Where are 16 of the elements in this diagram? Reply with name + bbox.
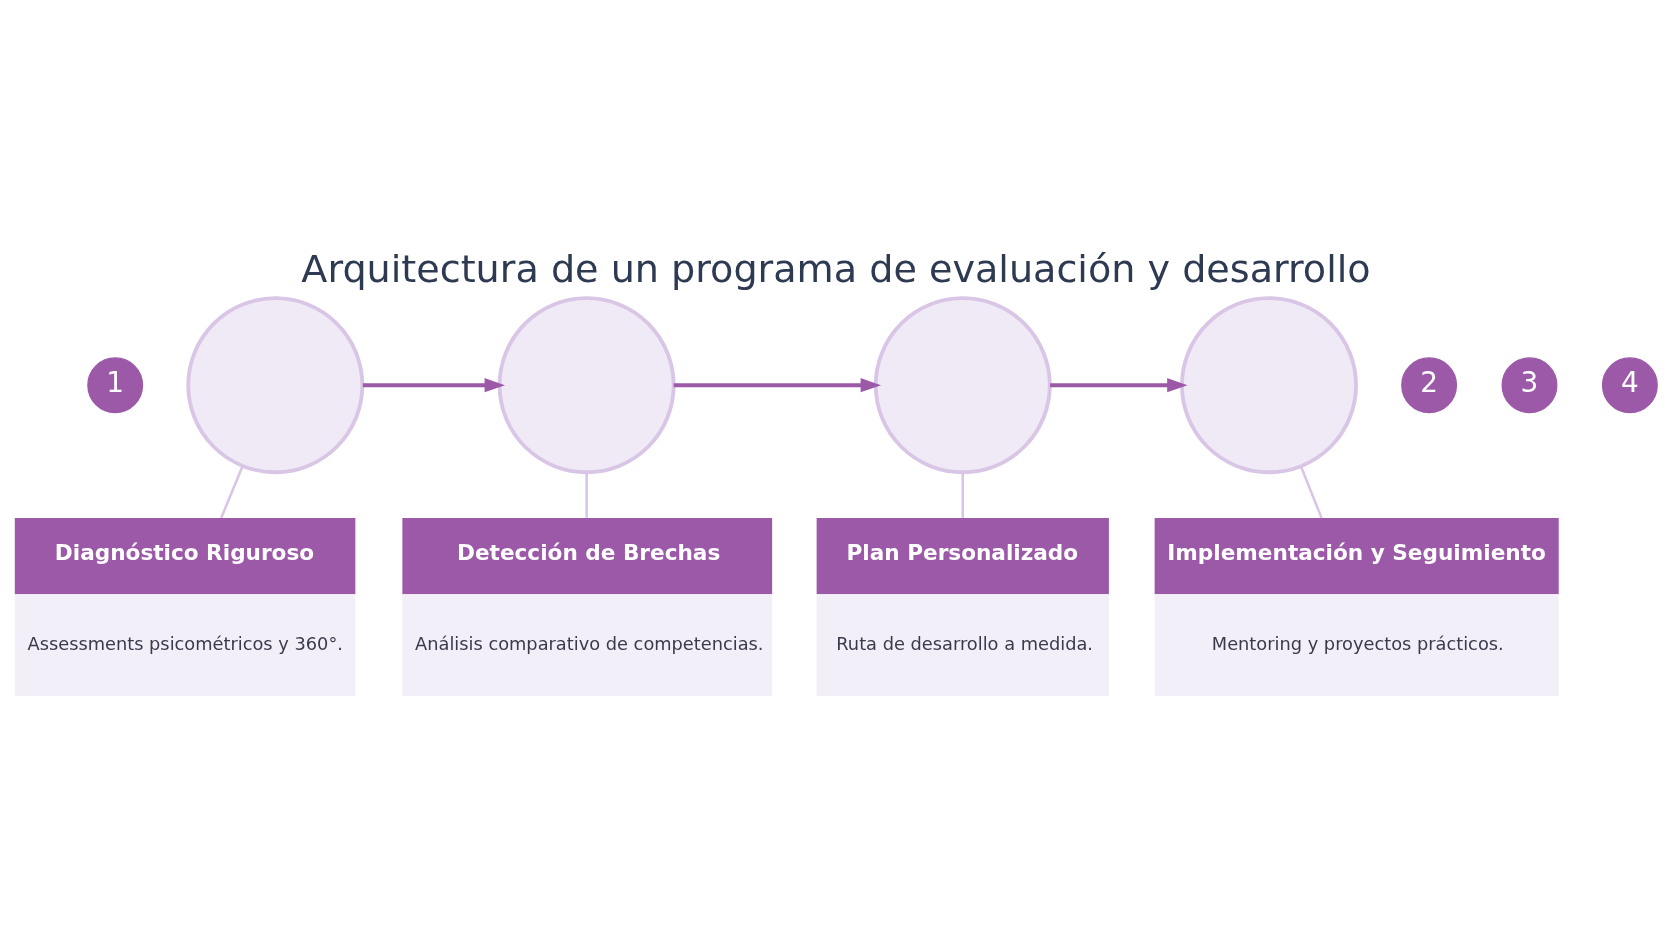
arrow xyxy=(673,377,881,392)
node-circle: 4 xyxy=(1601,356,1658,413)
diagram-title: Arquitectura de un programa de evaluación y desarrollo xyxy=(301,246,1371,291)
connector xyxy=(1299,465,1323,518)
node-circle: 2 xyxy=(1401,356,1458,413)
node-circle xyxy=(497,295,676,474)
node-circle xyxy=(873,295,1052,474)
arrow xyxy=(1050,377,1188,392)
node-circle xyxy=(1180,295,1358,474)
node-circle: 3 xyxy=(1501,356,1558,413)
connector xyxy=(961,472,964,518)
arrow xyxy=(362,377,505,392)
connector xyxy=(585,472,588,518)
connector xyxy=(220,465,244,518)
node-circle: 1 xyxy=(87,356,144,413)
node-circle xyxy=(186,295,365,474)
